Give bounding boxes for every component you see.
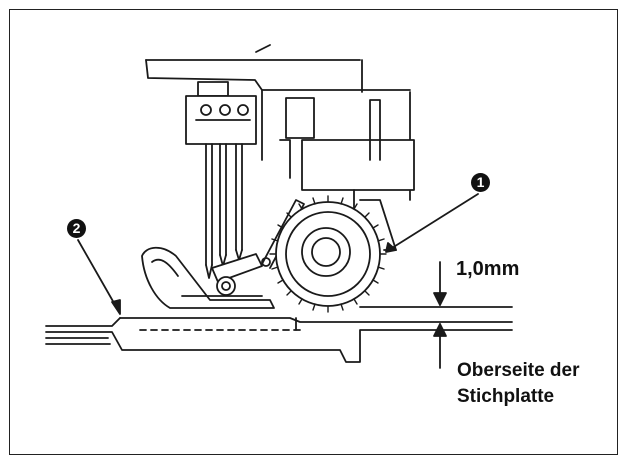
- needles: [205, 143, 243, 279]
- callout-1-marker: 1: [471, 173, 490, 192]
- presser-foot: [141, 246, 275, 309]
- gap-dimension-label: 1,0mm: [456, 258, 520, 280]
- gear: [269, 195, 397, 313]
- needle-clamp: [185, 81, 257, 145]
- throat-plate: [45, 317, 513, 363]
- looper-bracket: [279, 97, 415, 213]
- leader-lines: [77, 193, 479, 315]
- plate-surface-label-line1: Oberseite der: [457, 360, 580, 381]
- plate-surface-label-line2: Stichplatte: [457, 386, 555, 407]
- callout-2-marker: 2: [67, 219, 86, 238]
- gap-dimension: [359, 261, 513, 369]
